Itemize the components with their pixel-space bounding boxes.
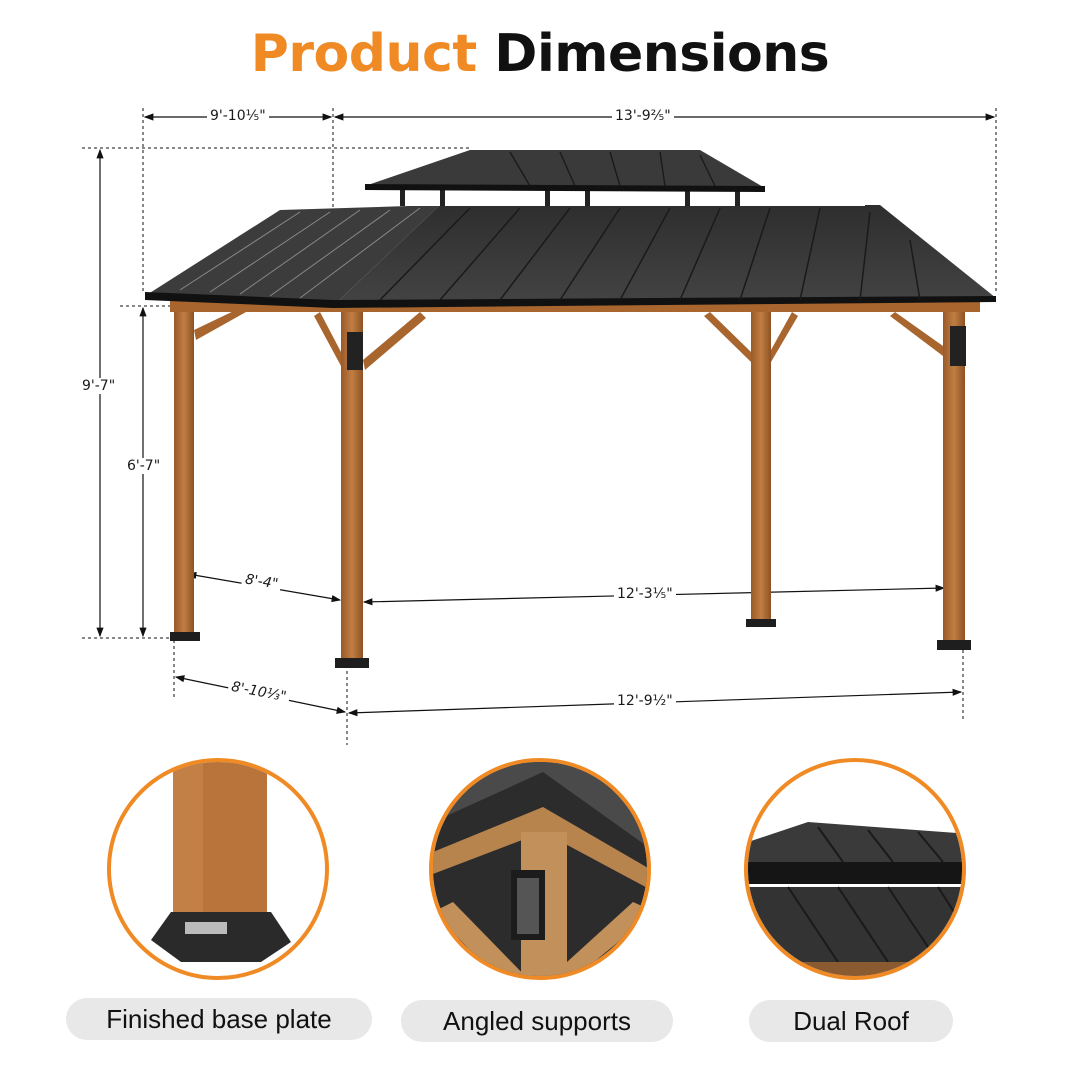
dim-top-width-left: 9'-10⅕" (207, 108, 269, 124)
dim-post-height: 6'-7" (124, 458, 164, 474)
dim-top-width-right: 13'-9⅖" (612, 108, 674, 124)
gazebo-beams (170, 300, 980, 370)
dim-base-width: 12'-9½" (614, 693, 676, 709)
feature-caption-angled-supports: Angled supports (401, 1000, 673, 1042)
guide-lines (82, 108, 997, 745)
dual-roof-photo (744, 758, 966, 980)
gazebo-posts (170, 305, 971, 668)
angled-supports-photo (429, 758, 651, 980)
gazebo-diagram (82, 108, 997, 745)
gazebo-roof (145, 150, 996, 308)
base-plate-photo (107, 758, 329, 980)
page-title: Product Dimensions (0, 24, 1080, 84)
title-dark-word: Dimensions (494, 24, 830, 84)
title-accent-word: Product (250, 24, 477, 84)
feature-caption-dual-roof: Dual Roof (749, 1000, 953, 1042)
dim-inner-width: 12'-3⅕" (614, 586, 676, 602)
lamp-right (950, 326, 966, 366)
lamp-left (347, 332, 363, 370)
dim-total-height: 9'-7" (79, 378, 119, 394)
feature-caption-base-plate: Finished base plate (66, 998, 372, 1040)
